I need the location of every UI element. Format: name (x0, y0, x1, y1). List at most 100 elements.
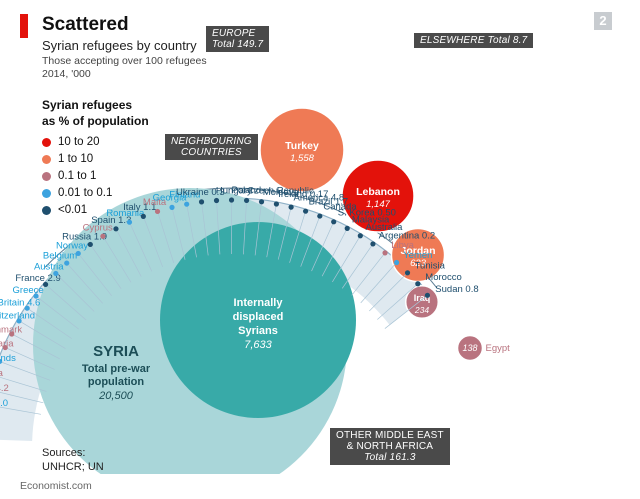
spoke (341, 242, 375, 289)
country-label: Romania (106, 208, 145, 219)
spoke (17, 319, 66, 349)
country-label: Ukraine 0.3 (176, 187, 225, 198)
country-dot (126, 219, 133, 225)
syria-label: SYRIA (93, 343, 139, 360)
group-elsewhere-name: ELSEWHERE (420, 35, 485, 46)
legend-label: 1 to 10 (58, 153, 94, 165)
country-label: Czech Republic (247, 185, 314, 196)
legend-title-line1: Syrian refugees (42, 98, 133, 112)
country-label: Italy 1.1 (123, 202, 156, 213)
sources-label: Sources: (42, 447, 86, 459)
legend-label: 0.01 to 0.1 (58, 187, 113, 199)
bubble-egypt (456, 334, 484, 362)
country-label: Ireland 0.17 (278, 189, 328, 200)
country-label: Denmark (0, 324, 22, 335)
idp-value: 7,633 (244, 339, 272, 351)
group-label-neighbouring: NEIGHBOURING COUNTRIES (165, 134, 258, 160)
country-label: Cyprus (83, 223, 113, 234)
spoke (369, 271, 410, 312)
spoke (88, 242, 122, 289)
country-dot (258, 199, 265, 205)
country-label: Greece (13, 285, 44, 296)
country-label: Morocco (425, 272, 461, 283)
legend-label: 10 to 20 (58, 136, 100, 148)
country-label: Yemen (403, 250, 432, 261)
country-label: Finland (169, 189, 200, 200)
group-neighbouring-line1: NEIGHBOURING (171, 136, 252, 147)
country-dot (154, 208, 161, 215)
spoke (3, 346, 55, 370)
country-dot (87, 241, 93, 248)
bubble-value: 1,147 (366, 199, 390, 210)
country-label: Libya (391, 240, 414, 251)
country-label: Switzerland (0, 311, 35, 322)
bubble-value: 138 (462, 343, 477, 353)
legend-item: 0.1 to 1 (42, 170, 96, 182)
country-dot (317, 213, 323, 219)
country-label: Netherlands (0, 353, 16, 364)
country-dot (140, 213, 146, 219)
chart-subtitle: Syrian refugees by country (42, 38, 197, 53)
country-dot (357, 233, 363, 239)
legend-item: 0.01 to 0.1 (42, 187, 112, 199)
group-europe-total: Total 149.7 (212, 39, 264, 50)
group-label-mena: OTHER MIDDLE EAST & NORTH AFRICA Total 1… (330, 428, 450, 465)
chart-title: Scattered (42, 14, 129, 35)
spoke (377, 282, 420, 320)
spoke (216, 198, 221, 255)
country-label: Armenia (0, 368, 4, 379)
country-dot (100, 233, 106, 239)
country-dot (9, 331, 15, 337)
syria-pop-label-1: Total pre-war (82, 363, 151, 375)
spoke (9, 332, 60, 360)
spoke (321, 226, 349, 277)
spoke (300, 214, 321, 267)
syria-pop-label-2: population (88, 376, 144, 388)
bubble-label: Lebanon (356, 186, 400, 198)
country-label: S. Korea 0.50 (338, 208, 396, 219)
legend-swatch (42, 171, 51, 181)
bubble-value: 1,558 (290, 153, 314, 164)
country-dot (404, 270, 411, 276)
spoke (171, 205, 186, 260)
legend-title-line2: as % of population (42, 114, 149, 128)
spoke (351, 251, 387, 296)
country-label: America 4.8 (293, 192, 344, 203)
country-label: Brazil 1.7 (309, 197, 349, 208)
legend-swatch (42, 137, 51, 147)
bubble-label: Iraq (414, 293, 431, 303)
country-dot (370, 241, 376, 247)
spoke (76, 251, 112, 297)
country-label: Malta (143, 197, 167, 208)
country-label: Britain 4.6 (0, 298, 40, 309)
bubble-value: 234 (414, 305, 429, 315)
country-dot (344, 225, 350, 231)
country-dot (424, 292, 431, 298)
group-label-europe: EUROPE Total 149.7 (206, 26, 270, 52)
idp-label-1: Internally (234, 297, 284, 309)
bubble-label: Turkey (285, 140, 319, 152)
country-dot (2, 344, 8, 351)
spoke (277, 205, 292, 260)
country-dot (169, 204, 175, 210)
spoke (266, 201, 278, 258)
spoke (65, 261, 103, 304)
country-label: Spain 1.3 (91, 215, 131, 226)
country-dot (33, 293, 39, 299)
bubble-label: Jordan (400, 245, 435, 257)
country-label: Australia (365, 222, 403, 233)
legend-swatch (42, 154, 51, 164)
country-label: Georgia (153, 193, 188, 204)
spoke (311, 219, 335, 272)
spoke (289, 209, 307, 263)
country-dot (75, 250, 81, 257)
title-accent-bar (20, 14, 28, 38)
spoke (114, 226, 142, 277)
legend-item: <0.01 (42, 204, 87, 216)
country-dot (198, 199, 205, 205)
sources-text: UNHCR; UN (42, 461, 104, 473)
chart-number-badge: 2 (594, 12, 612, 30)
spoke (128, 220, 153, 272)
